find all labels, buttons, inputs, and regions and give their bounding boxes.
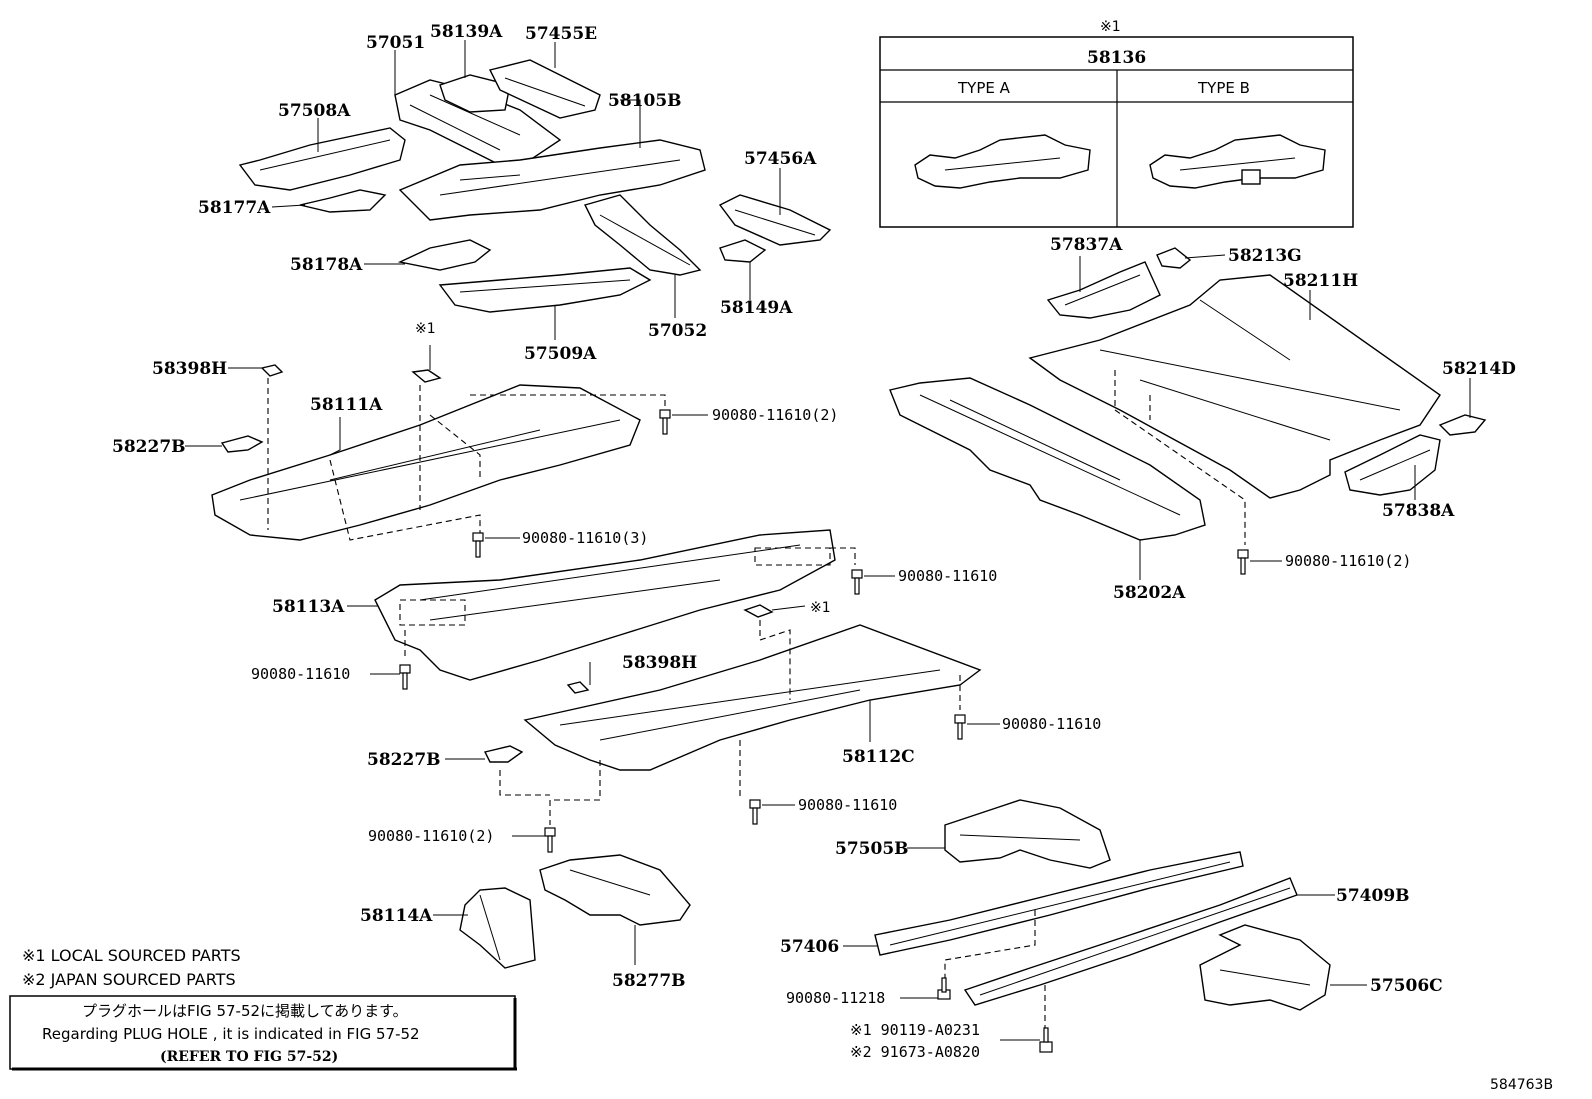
label-58114A: 58114A [360, 906, 433, 926]
label-58178A: 58178A [290, 255, 363, 275]
part-58202A-drawing [889, 377, 1206, 541]
notice-line-1: プラグホールはFIG 57-52に掲載してあります。 [82, 1002, 408, 1020]
part-58113A-drawing [374, 529, 836, 681]
part-57508A-drawing [238, 127, 406, 191]
part-58105B-drawing [398, 139, 706, 221]
label-58177A: 58177A [198, 198, 271, 218]
bolt-label-8: 90080-11610(2) [1285, 552, 1411, 570]
part-58227B-mid-drawing [483, 745, 524, 763]
part-58177A-drawing [299, 189, 387, 213]
part-57052-drawing [583, 194, 702, 276]
legend-note-1: ※1 LOCAL SOURCED PARTS [22, 946, 241, 965]
bolt-label-9: 90080-11218 [786, 989, 885, 1007]
bolt-8-drawing [1237, 549, 1249, 575]
label-58111A: 58111A [310, 395, 383, 415]
label-57837A: 57837A [1050, 235, 1123, 255]
label-58227B-top: 58227B [112, 437, 186, 457]
part-58398H-top-drawing [260, 364, 284, 377]
bolt-9-drawing [937, 977, 951, 1000]
bolt-7-drawing [544, 827, 556, 853]
clip-local-mid-drawing [743, 604, 774, 618]
bolt-label-7: 90080-11610(2) [368, 827, 494, 845]
part-57455E-drawing [488, 59, 601, 119]
local-marker-top: ※1 [415, 321, 436, 337]
label-58398H-top: 58398H [152, 359, 227, 379]
label-58139A: 58139A [430, 22, 503, 42]
inset-58136-box [879, 36, 1354, 228]
bolt-label-1: 90080-11610(2) [712, 406, 838, 424]
inset-type-b: TYPE B [1197, 79, 1250, 97]
bolt-label-2: 90080-11610(3) [522, 529, 648, 547]
type-b-clip-drawing [1149, 134, 1326, 189]
part-57456A-drawing [718, 194, 832, 246]
label-57508A: 57508A [278, 101, 351, 121]
legend-note-2: ※2 JAPAN SOURCED PARTS [22, 970, 236, 989]
label-58277B: 58277B [612, 971, 686, 991]
part-57509A-drawing [438, 267, 652, 313]
bolt-2-drawing [472, 532, 484, 558]
part-58213G-drawing [1156, 247, 1192, 269]
part-58214D-drawing [1438, 414, 1487, 436]
inset-marker: ※1 [1100, 19, 1121, 35]
part-58398H-mid-drawing [566, 681, 590, 694]
label-57455E: 57455E [525, 24, 597, 44]
label-57838A: 57838A [1382, 501, 1455, 521]
label-58112C: 58112C [842, 747, 915, 767]
label-58113A: 58113A [272, 597, 345, 617]
bolt-label-10: ※1 90119-A0231 [850, 1021, 980, 1039]
part-57505B-drawing [944, 799, 1111, 869]
bolt-label-5: 90080-11610 [1002, 715, 1101, 733]
part-58227B-top-drawing [220, 435, 264, 453]
label-57051: 57051 [366, 33, 425, 53]
bolt-5-drawing [954, 714, 966, 740]
bolt-4-drawing [399, 664, 411, 690]
label-57052: 57052 [648, 321, 707, 341]
label-57409B: 57409B [1336, 886, 1410, 906]
notice-line-2: Regarding PLUG HOLE , it is indicated in… [42, 1025, 420, 1043]
notice-line-3: (REFER TO FIG 57-52) [160, 1049, 338, 1065]
label-58105B: 58105B [608, 91, 682, 111]
part-58114A-drawing [459, 887, 536, 969]
label-57406: 57406 [780, 937, 839, 957]
bolt-label-11: ※2 91673-A0820 [850, 1043, 980, 1061]
bolt-label-3: 90080-11610 [898, 567, 997, 585]
local-marker-mid: ※1 [810, 600, 831, 616]
part-57506C-drawing [1199, 924, 1331, 1011]
label-57505B: 57505B [835, 839, 909, 859]
label-58214D: 58214D [1442, 359, 1516, 379]
notice-box [9, 995, 517, 1071]
label-58213G: 58213G [1228, 246, 1302, 266]
part-58211H-drawing [1028, 274, 1441, 499]
part-57837A-drawing [1046, 261, 1161, 319]
bolt-3-drawing [851, 569, 863, 595]
bolt-label-4: 90080-11610 [251, 665, 350, 683]
bolt-1-drawing [659, 409, 671, 435]
label-57456A: 57456A [744, 149, 817, 169]
bolt-label-6: 90080-11610 [798, 796, 897, 814]
part-57838A-drawing [1344, 434, 1441, 496]
label-58227B-mid: 58227B [367, 750, 441, 770]
part-58111A-drawing [211, 384, 641, 541]
label-57506C: 57506C [1370, 976, 1443, 996]
part-58178A-drawing [397, 239, 492, 271]
label-58211H: 58211H [1283, 271, 1358, 291]
label-58398H-mid: 58398H [622, 653, 697, 673]
part-57406-drawing [874, 851, 1244, 956]
part-58139A-drawing [439, 74, 511, 113]
bolt-6-drawing [749, 799, 761, 825]
label-58202A: 58202A [1113, 583, 1186, 603]
inset-type-a: TYPE A [957, 79, 1011, 97]
part-58149A-drawing [719, 239, 767, 263]
label-57509A: 57509A [524, 344, 597, 364]
part-58277B-drawing [539, 854, 691, 926]
type-a-clip-drawing [914, 134, 1091, 189]
inset-part-number: 58136 [1087, 48, 1146, 68]
figure-id: 584763B [1490, 1077, 1553, 1093]
label-58149A: 58149A [720, 298, 793, 318]
bolt-10-drawing [1039, 1027, 1053, 1053]
clip-local-top-drawing [411, 369, 442, 383]
